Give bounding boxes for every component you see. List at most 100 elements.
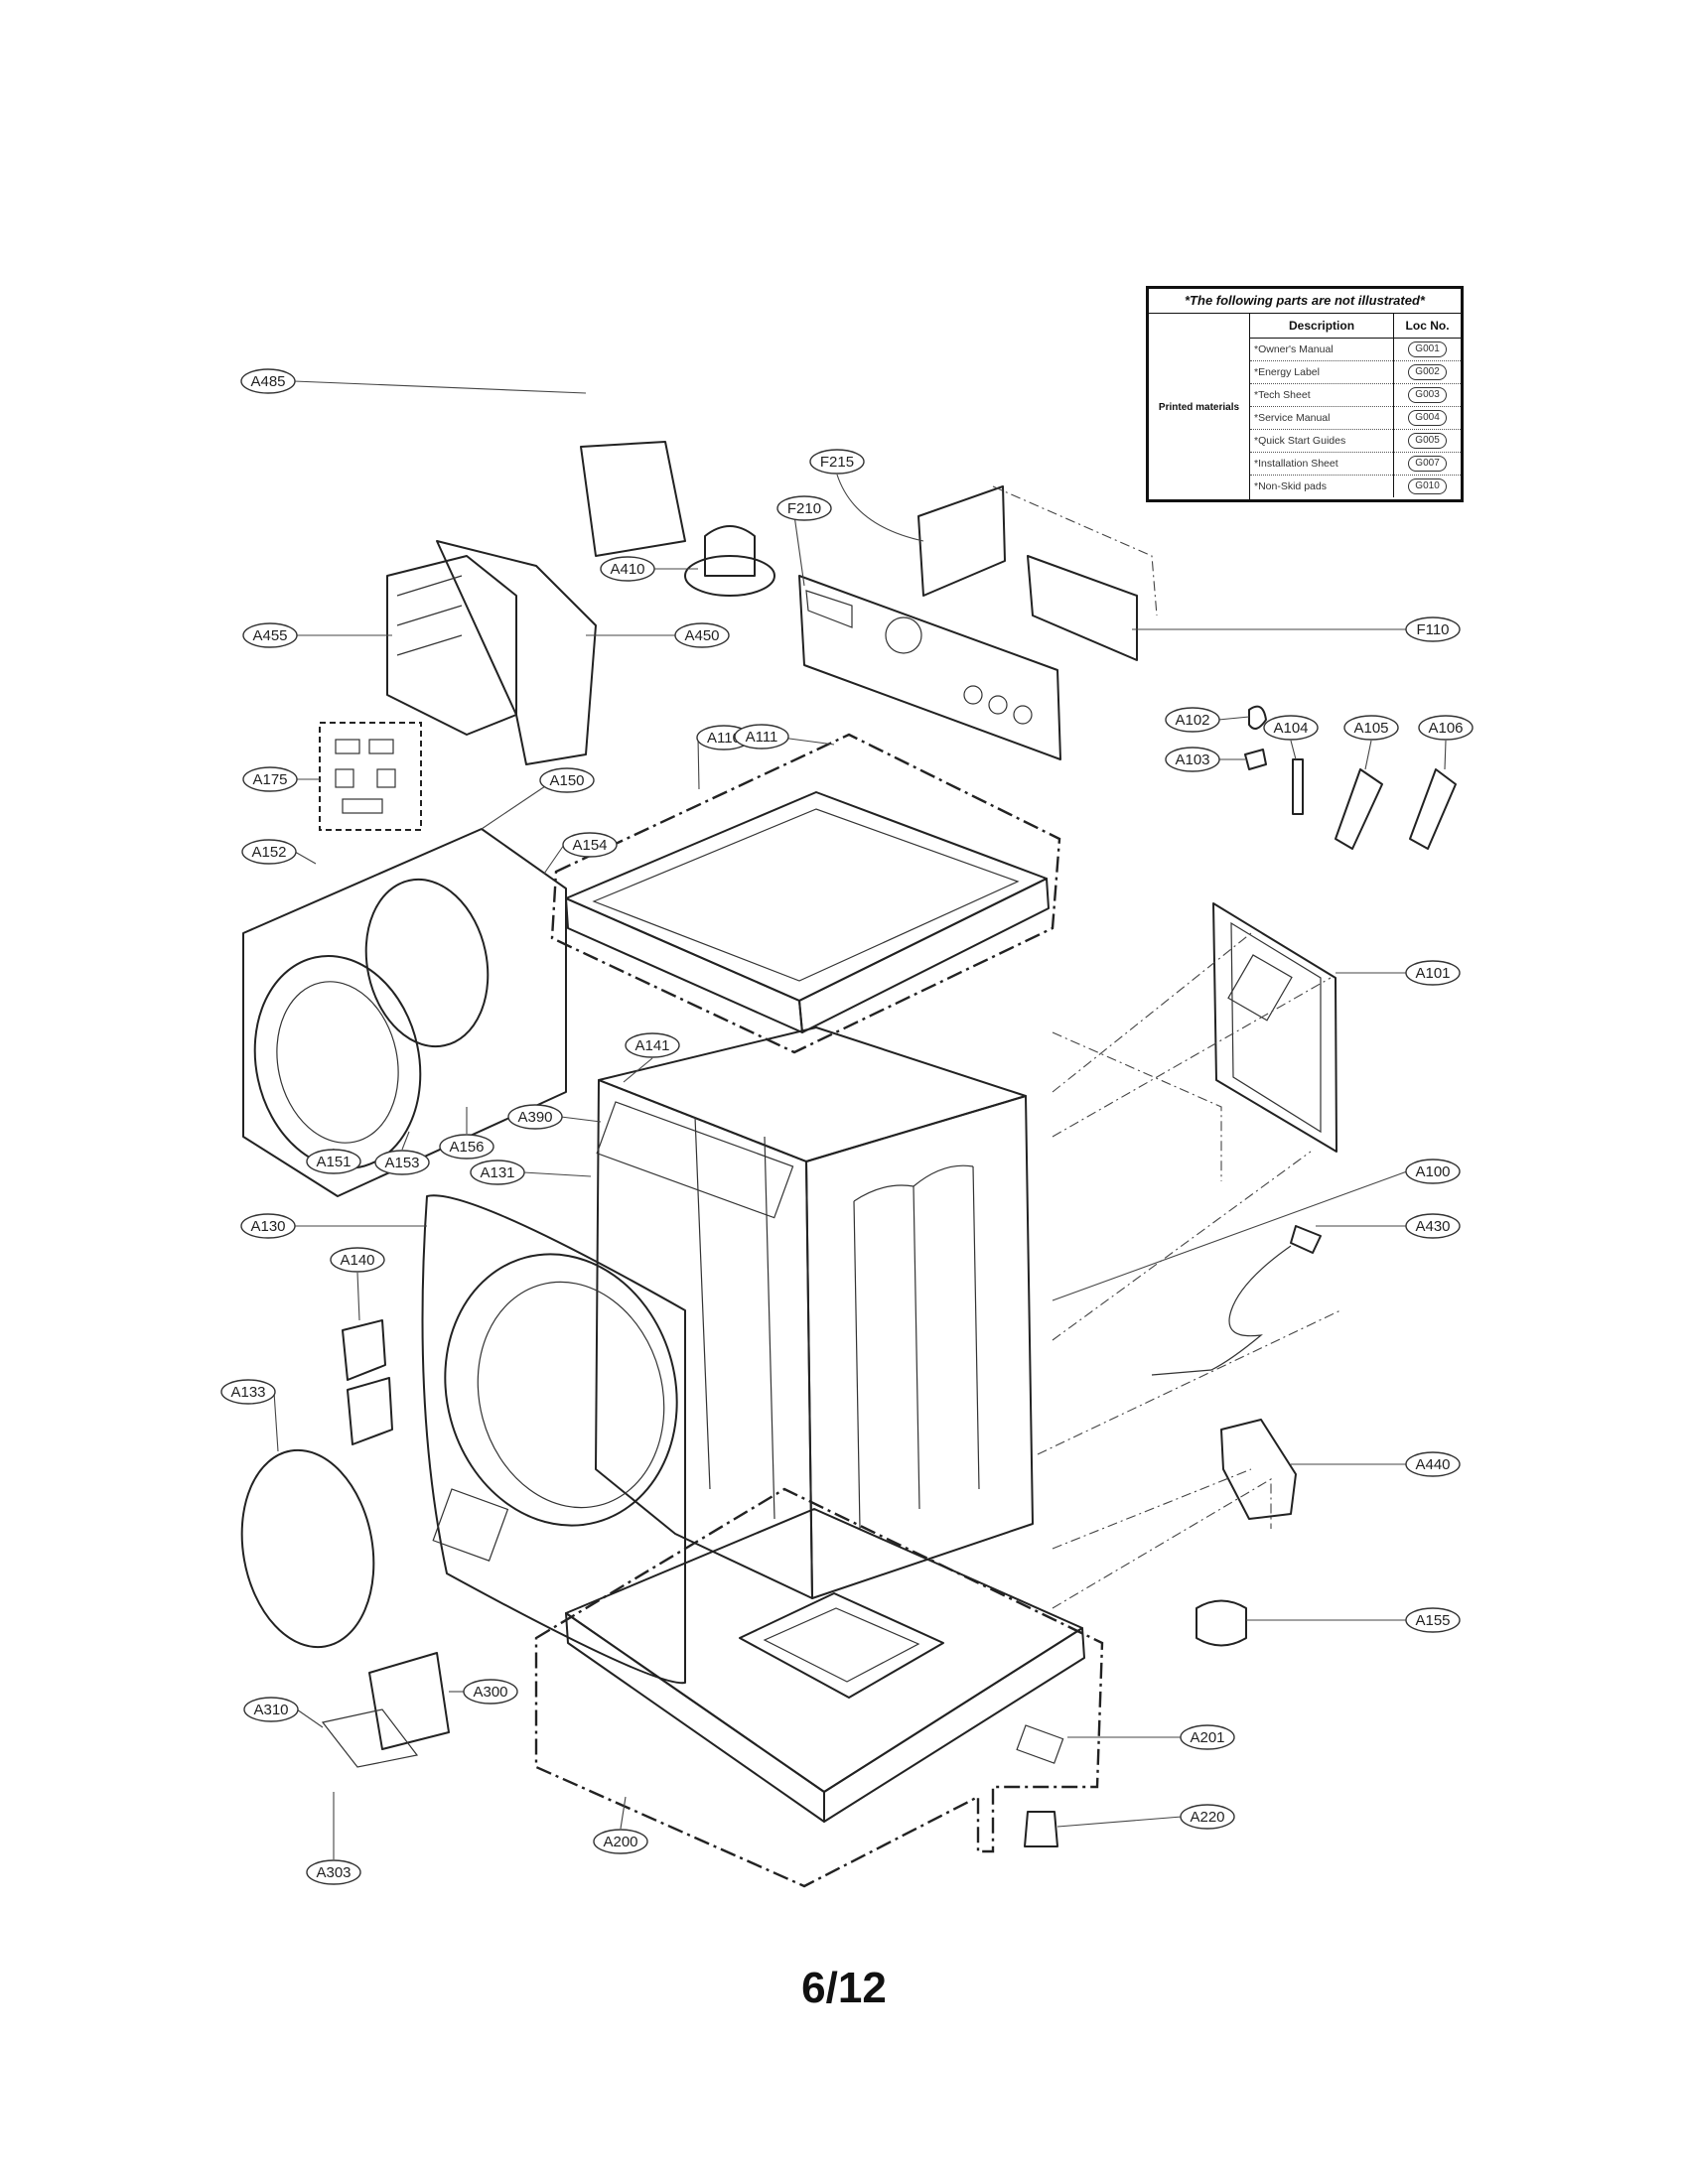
callout-text: A130 (250, 1218, 285, 1235)
legend-description: *Quick Start Guides (1250, 429, 1395, 453)
callout-a200: A200 (593, 1829, 648, 1854)
callout-a133: A133 (220, 1379, 276, 1405)
callout-a455: A455 (242, 622, 298, 648)
legend-loc: G010 (1408, 478, 1447, 494)
callout-a440: A440 (1405, 1451, 1461, 1477)
callout-a310: A310 (243, 1697, 299, 1722)
front-panel (421, 1194, 686, 1685)
table-row: *Owner's Manual G001 (1250, 338, 1461, 361)
base-group (534, 1487, 1104, 1888)
callout-a450: A450 (674, 622, 730, 648)
gasket-ring (240, 1448, 375, 1649)
top-plate-group (550, 733, 1061, 1054)
clip-set (319, 722, 422, 831)
callout-text: F215 (820, 454, 854, 471)
legend-loc: G002 (1408, 364, 1447, 380)
callout-text: A133 (230, 1384, 265, 1401)
callout-a106: A106 (1418, 715, 1474, 741)
legend-loc: G005 (1408, 433, 1447, 449)
callout-a485: A485 (240, 368, 296, 394)
callout-text: A220 (1190, 1809, 1224, 1826)
callout-a103: A103 (1165, 747, 1220, 772)
drain-cover (321, 1652, 450, 1768)
callout-text: A110 (707, 730, 741, 747)
foot (1196, 1599, 1247, 1647)
callout-text: A175 (252, 771, 287, 788)
page-number: 6/12 (801, 1964, 887, 2012)
callout-a201: A201 (1180, 1724, 1235, 1750)
callout-a100: A100 (1405, 1159, 1461, 1184)
rear-panel (1212, 902, 1337, 1153)
pump-motor (684, 525, 775, 597)
callout-a111: A111 (734, 724, 789, 750)
callout-text: A455 (252, 627, 287, 644)
callout-f210: F210 (776, 495, 832, 521)
callout-text: A150 (549, 772, 584, 789)
not-illustrated-parts-table: *The following parts are not illustrated… (1146, 286, 1464, 502)
callout-text: A153 (384, 1155, 419, 1171)
base (565, 1508, 1085, 1823)
callout-a130: A130 (240, 1213, 296, 1239)
shock-absorbers (1292, 758, 1457, 850)
callout-text: A300 (473, 1684, 507, 1701)
legend-category: Printed materials (1149, 314, 1250, 500)
guide-lines (1037, 932, 1341, 1550)
callout-a140: A140 (330, 1247, 385, 1273)
callout-text: A152 (251, 844, 286, 861)
callout-a220: A220 (1180, 1804, 1235, 1830)
callout-text: F210 (787, 500, 821, 517)
legend-header-description: Description (1250, 314, 1395, 339)
callout-a153: A153 (374, 1150, 430, 1175)
callout-text: A111 (746, 729, 778, 746)
callout-a151: A151 (306, 1149, 361, 1174)
callout-a175: A175 (242, 766, 298, 792)
callout-text: A450 (684, 627, 719, 644)
power-cord (1151, 1225, 1322, 1376)
callout-text: A103 (1175, 751, 1209, 768)
callout-text: A105 (1353, 720, 1388, 737)
table-row: *Non-Skid pads G010 (1250, 475, 1461, 497)
legend-table: Description Loc No. *Owner's Manual G001… (1250, 314, 1461, 497)
legend-description: *Installation Sheet (1250, 452, 1395, 476)
callout-a156: A156 (439, 1134, 494, 1160)
legend-description: *Owner's Manual (1250, 338, 1395, 361)
callout-f215: F215 (809, 449, 865, 475)
callout-a154: A154 (562, 832, 618, 858)
callout-text: A151 (316, 1154, 351, 1170)
callout-a141: A141 (625, 1032, 680, 1058)
table-row: *Quick Start Guides G005 (1250, 429, 1461, 453)
callout-text: A485 (250, 373, 285, 390)
legend-header-loc: Loc No. (1393, 314, 1461, 339)
callout-text: A440 (1415, 1456, 1450, 1473)
callout-text: A390 (517, 1109, 552, 1126)
callout-text: A140 (340, 1252, 374, 1269)
cabinet (595, 1026, 1034, 1599)
callout-a131: A131 (470, 1160, 525, 1185)
callout-text: A101 (1415, 965, 1450, 982)
callout-text: A102 (1175, 712, 1209, 729)
callout-a102: A102 (1165, 707, 1220, 733)
callout-text: A154 (572, 837, 607, 854)
callout-text: A156 (449, 1139, 484, 1156)
bracket-clip (1244, 749, 1267, 770)
callout-a101: A101 (1405, 960, 1461, 986)
legend-loc: G003 (1408, 387, 1447, 403)
callout-a303: A303 (306, 1859, 361, 1885)
callout-a430: A430 (1405, 1213, 1461, 1239)
callout-a152: A152 (241, 839, 297, 865)
control-panel (798, 575, 1061, 760)
callout-text: A100 (1415, 1163, 1450, 1180)
top-plate (565, 791, 1050, 1033)
main-pcb (386, 540, 597, 765)
hinge (342, 1319, 393, 1445)
callout-text: F110 (1416, 621, 1449, 638)
table-row: *Tech Sheet G003 (1250, 383, 1461, 407)
bracket-small (1248, 705, 1267, 730)
callout-text: A201 (1190, 1729, 1224, 1746)
callout-text: A310 (253, 1702, 288, 1718)
callout-a410: A410 (600, 556, 655, 582)
legend-description: *Tech Sheet (1250, 383, 1395, 407)
parts-drawing (240, 441, 1457, 1888)
